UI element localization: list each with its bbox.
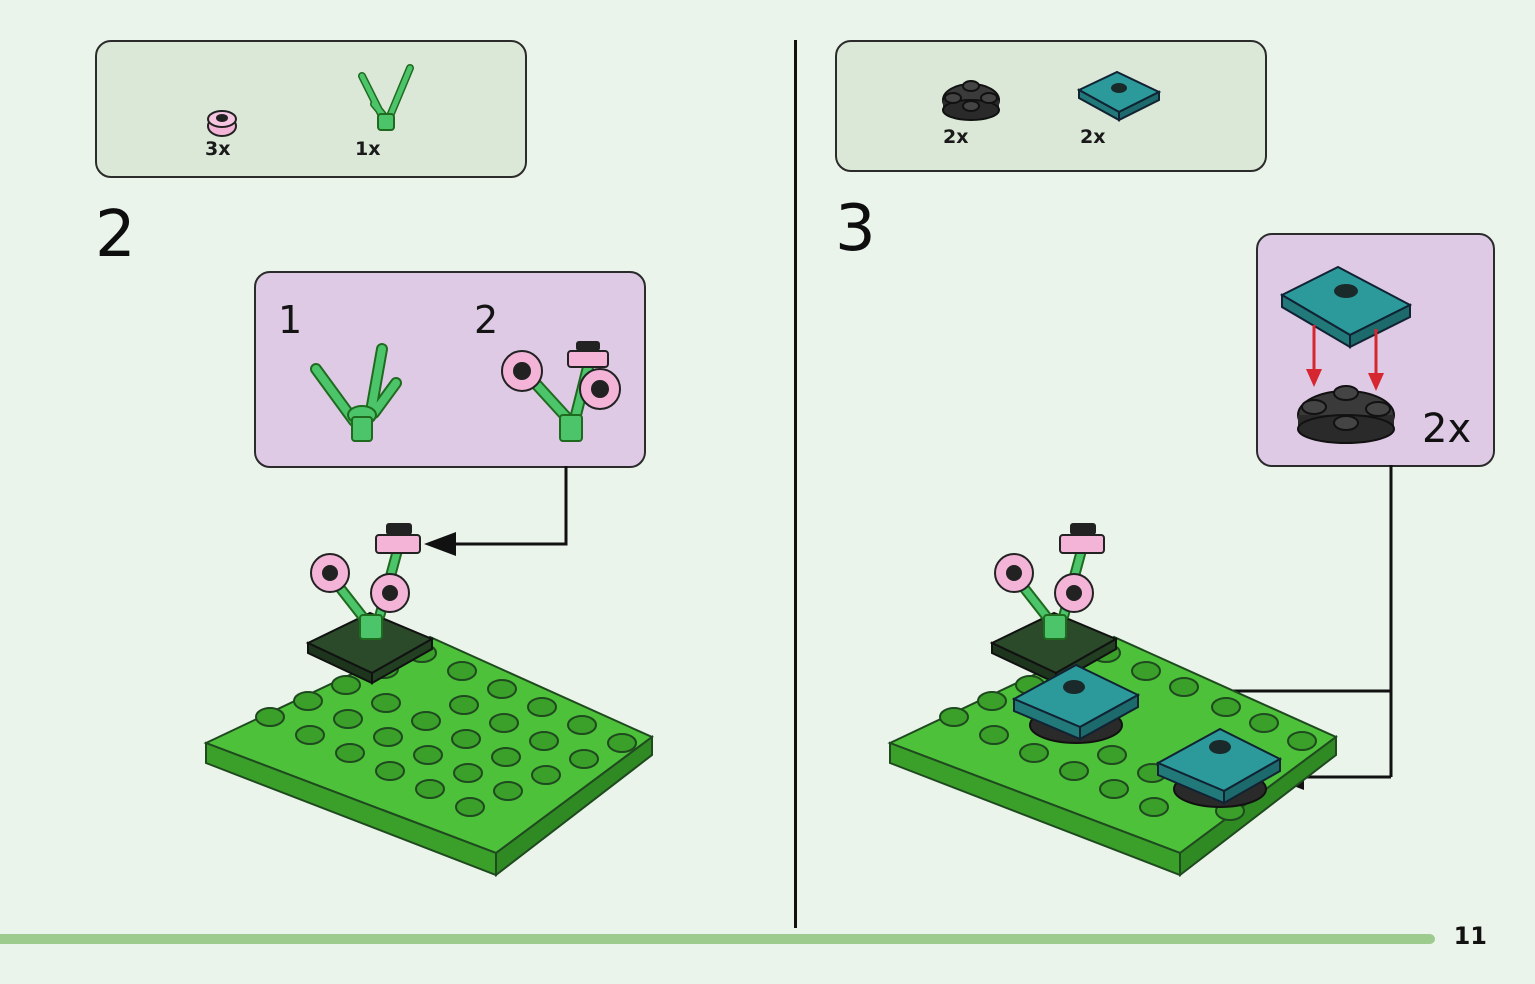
baseplate-studs [255,643,637,817]
model-step-3 [887,523,1338,878]
sub-assembly-callout-step-3: 2x [1256,233,1495,467]
green-stem-piece-icon [358,64,414,131]
substep-number: 2 [474,298,499,342]
part-quantity: 2x [943,126,969,148]
model-step-2 [203,523,654,878]
substep-number: 1 [278,298,303,342]
parts-list-step-3: 2x 2x [835,40,1267,172]
black-round-plate-icon [942,80,1000,121]
stem-assembly-icon [310,343,402,442]
tile-on-round-plate-icon [1279,265,1413,444]
page-divider [794,40,797,928]
page-number: 11 [1453,922,1487,950]
teal-tile-assembly-right [1155,727,1283,808]
teal-tile-assembly-left [1011,663,1141,744]
part-quantity: 3x [205,138,231,160]
sub-assembly-callout-step-2: 1 2 [254,271,646,468]
teal-tile-icon [1076,70,1162,122]
baseplate-studs [939,643,1317,821]
part-quantity: 1x [355,138,381,160]
pink-flower-piece-icon [207,110,237,137]
part-quantity: 2x [1080,126,1106,148]
subassembly-quantity: 2x [1422,406,1472,452]
step-number: 2 [95,198,136,272]
callout-connector-arrow [424,466,568,556]
flowers-on-stem-icon [501,341,621,442]
step-number: 3 [835,192,876,266]
parts-list-step-2: 3x 1x [95,40,527,178]
progress-bar [0,934,1435,944]
